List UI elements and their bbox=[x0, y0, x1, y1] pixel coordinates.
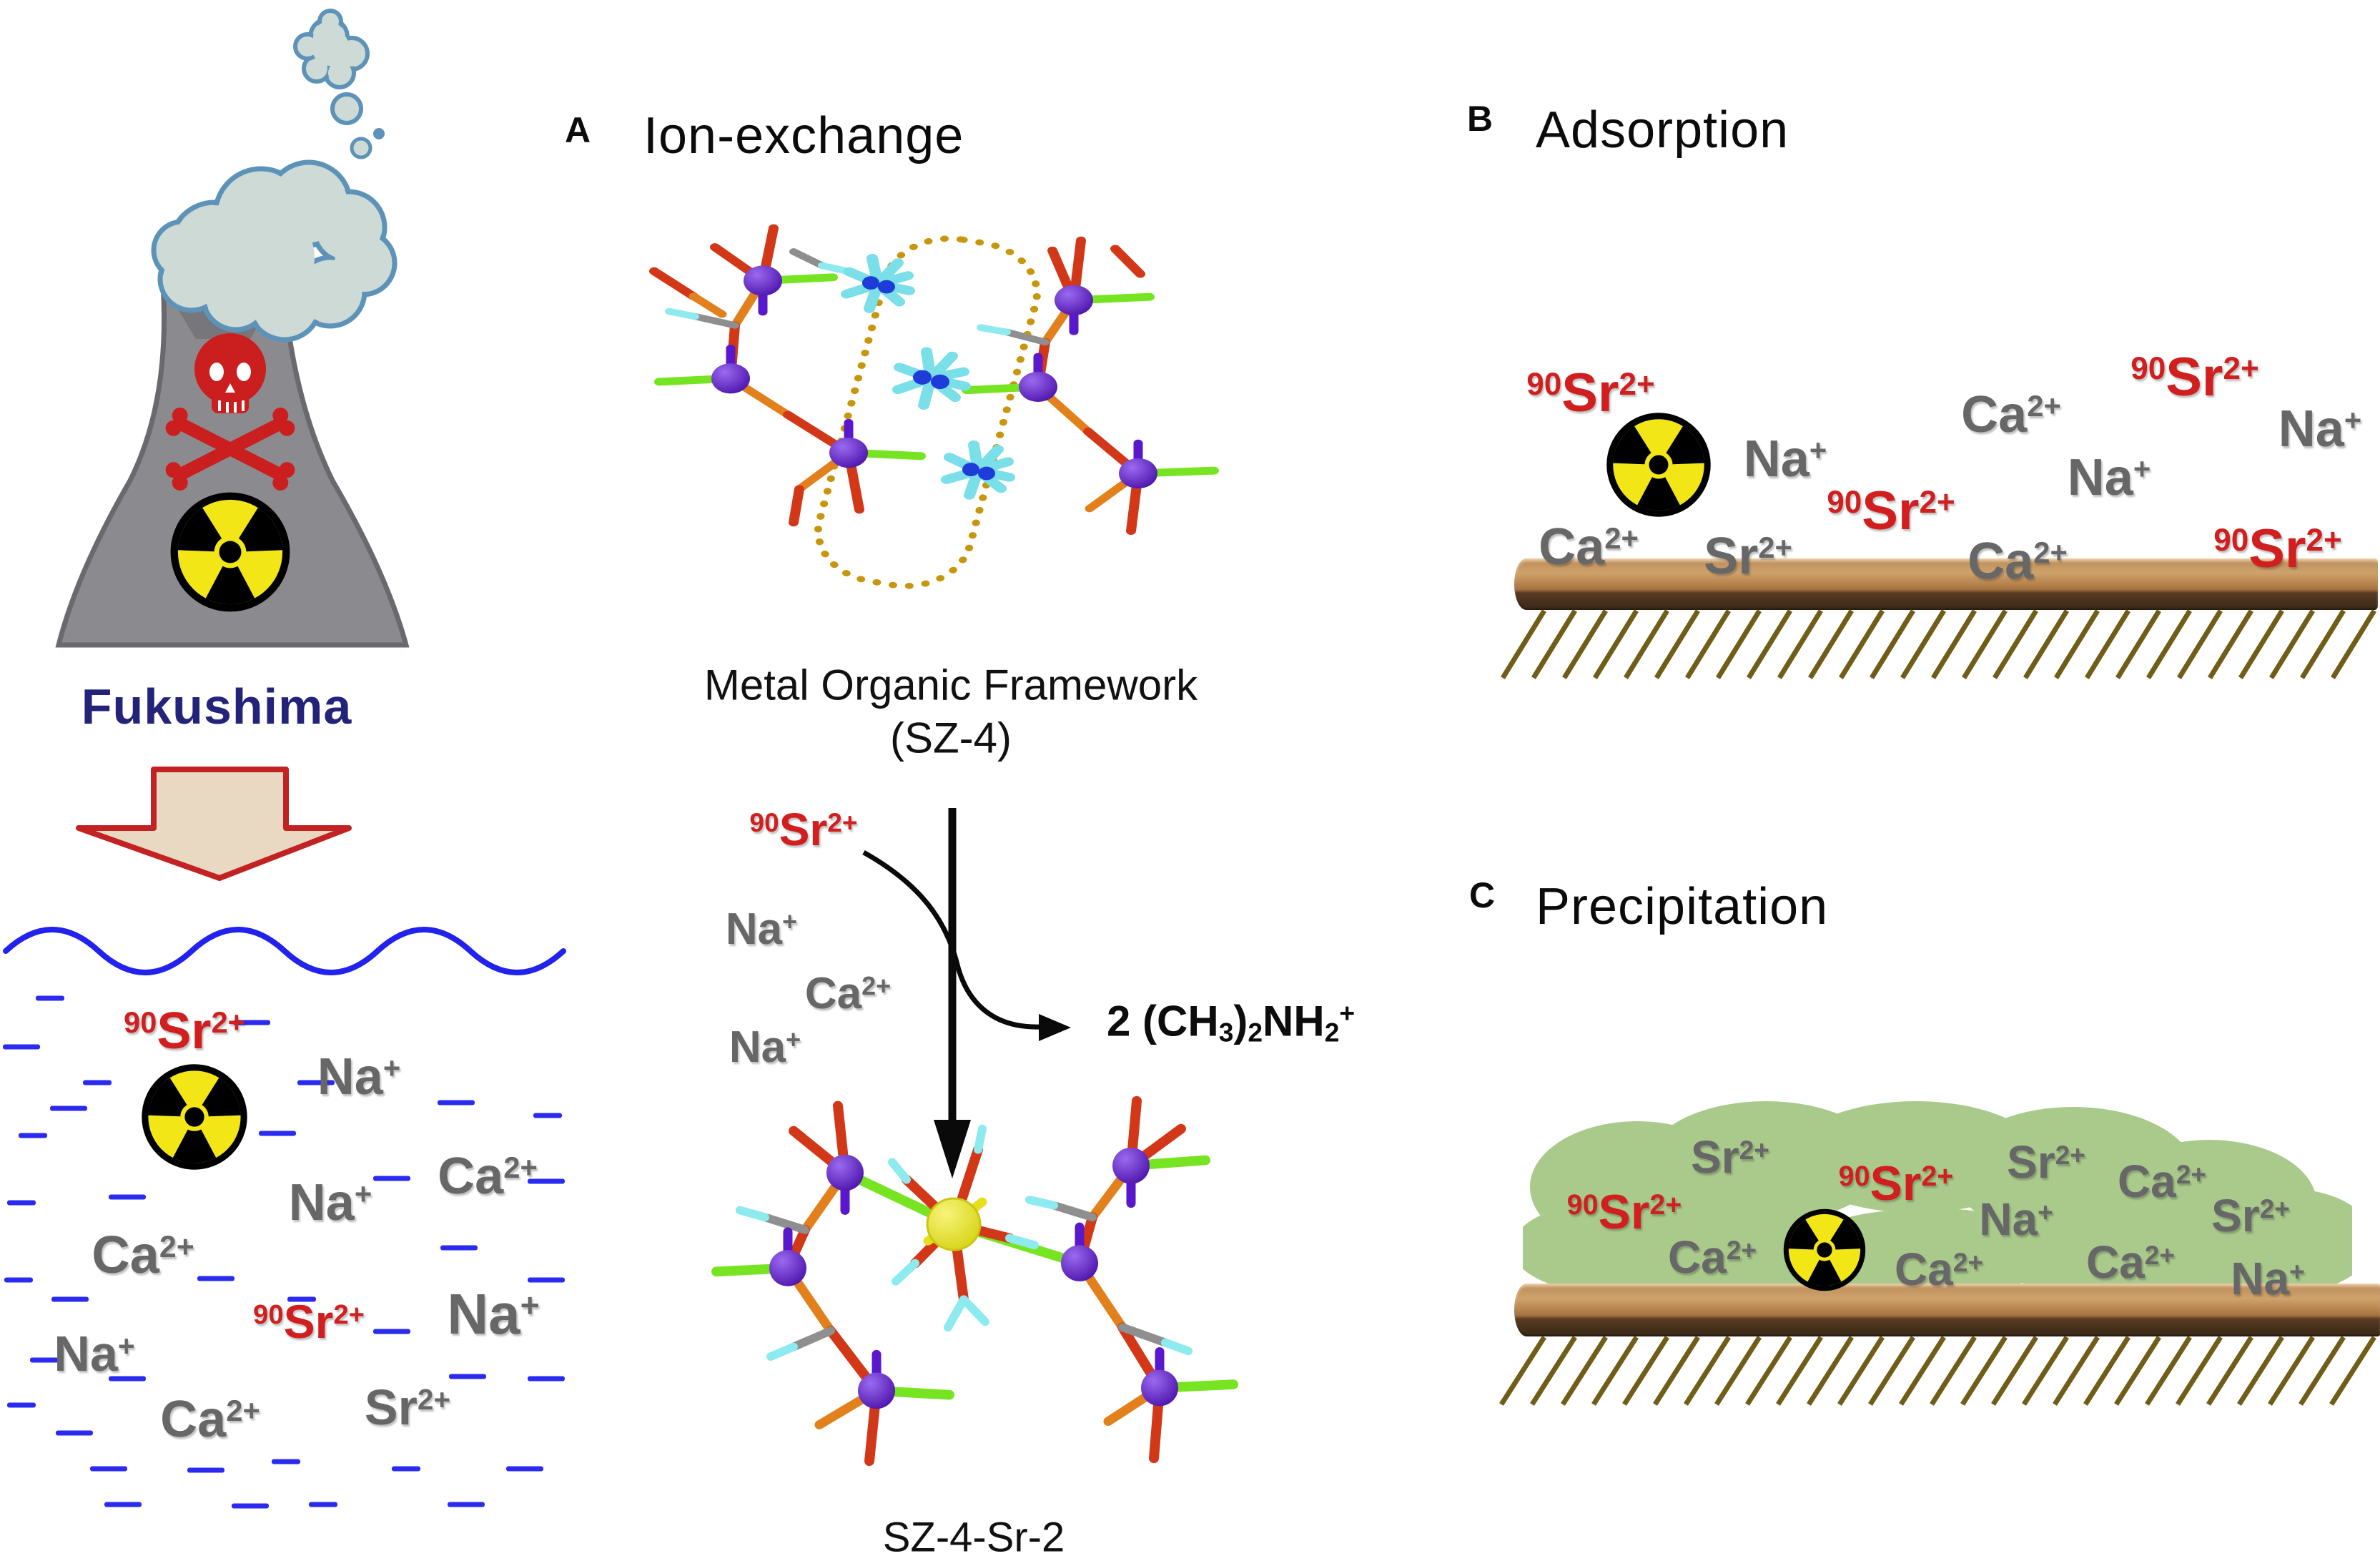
water-dash bbox=[309, 1502, 337, 1507]
ion-label: Ca2+ bbox=[92, 1225, 194, 1284]
radiation-icon bbox=[1605, 395, 1712, 535]
byproduct-formula: 2 (CH3)2NH2+ bbox=[1107, 997, 1356, 1048]
water-surface-wave bbox=[3, 927, 566, 975]
discharge-arrow bbox=[76, 767, 352, 881]
water-dash bbox=[232, 1503, 269, 1509]
water-dash bbox=[259, 1131, 296, 1136]
ion-label: Na+ bbox=[447, 1282, 540, 1346]
pore-outline-dotted bbox=[814, 235, 1041, 589]
radiation-icon bbox=[1782, 1202, 1867, 1298]
water-dash bbox=[440, 1245, 478, 1251]
ion-label: Sr2+ bbox=[364, 1379, 451, 1435]
water-dash bbox=[56, 1430, 93, 1436]
ion-label: 90Sr2+ bbox=[2130, 347, 2259, 408]
ion-label: Na+ bbox=[1743, 430, 1827, 488]
precipitate-blob bbox=[1523, 1101, 2352, 1294]
strontium-sphere bbox=[926, 1197, 982, 1251]
radiation-icon bbox=[173, 496, 288, 609]
water-dash bbox=[50, 1105, 87, 1111]
panel-a-title: Ion-exchange bbox=[643, 107, 964, 164]
water-dash bbox=[109, 1194, 146, 1200]
fukushima-label: Fukushima bbox=[81, 679, 352, 734]
water-dash bbox=[528, 1178, 565, 1184]
water-dash bbox=[449, 1374, 486, 1379]
water-dash bbox=[533, 1113, 562, 1118]
water-dash bbox=[90, 1466, 127, 1472]
mof-sz4-structure bbox=[649, 224, 1219, 589]
water-dash bbox=[233, 1020, 270, 1025]
water-dash bbox=[104, 1502, 142, 1507]
water-dash bbox=[506, 1466, 543, 1472]
panel-b-title: Adsorption bbox=[1536, 102, 1789, 159]
smoke-plume-icon bbox=[151, 9, 398, 343]
water-dash bbox=[373, 1176, 410, 1181]
down-arrowhead bbox=[934, 1120, 971, 1178]
curve-arrowhead bbox=[1039, 1014, 1071, 1041]
water-dash bbox=[287, 1296, 316, 1302]
ion-label: Na+ bbox=[54, 1326, 135, 1382]
precipitation-surface-plank bbox=[1514, 1284, 2380, 1336]
panel-c-letter: C bbox=[1469, 875, 1496, 915]
panel-b-letter: B bbox=[1467, 99, 1494, 139]
metal-node-spheres bbox=[769, 1147, 1178, 1409]
ion-label: Na+ bbox=[288, 1174, 372, 1231]
ion-label: Na+ bbox=[317, 1048, 401, 1105]
product-caption: SZ-4-Sr-2 bbox=[882, 1514, 1065, 1561]
water-dash bbox=[7, 1402, 36, 1408]
water-dash bbox=[30, 1357, 59, 1363]
water-dash bbox=[51, 1296, 89, 1302]
fukushima-plant-illustration bbox=[55, 9, 410, 648]
water-dash bbox=[448, 1502, 485, 1507]
mof-caption-line2: (SZ-4) bbox=[890, 714, 1012, 762]
water-dash bbox=[528, 1277, 565, 1283]
water-dash bbox=[187, 1467, 224, 1473]
ion-label: Ca2+ bbox=[1961, 386, 2061, 443]
mof-caption-line1: Metal Organic Framework bbox=[703, 661, 1198, 709]
ion-label: Ca2+ bbox=[160, 1391, 260, 1448]
panel-a-letter: A bbox=[565, 110, 592, 150]
water-dash bbox=[109, 1376, 146, 1382]
metal-node-spheres bbox=[711, 265, 1157, 489]
reaction-arrows bbox=[862, 808, 1071, 1178]
ion-label: Na+ bbox=[2278, 400, 2362, 458]
water-dash bbox=[197, 1276, 234, 1281]
water-dash bbox=[7, 1200, 36, 1206]
water-dash bbox=[4, 1277, 33, 1283]
surface-hatching bbox=[1501, 609, 2376, 679]
adsorption-surface-plank bbox=[1514, 558, 2378, 610]
panel-c-title: Precipitation bbox=[1536, 878, 1829, 935]
ion-label: Na+ bbox=[2067, 449, 2151, 506]
ion-label: 90Sr2+ bbox=[253, 1295, 365, 1348]
exchange-curve-arrow bbox=[862, 850, 1041, 1030]
water-dash bbox=[19, 1133, 47, 1138]
water-dash bbox=[83, 1080, 112, 1085]
radiation-icon bbox=[140, 1063, 249, 1171]
water-dash bbox=[373, 1329, 410, 1334]
ion-label: Ca2+ bbox=[438, 1148, 538, 1205]
water-dash bbox=[438, 1100, 475, 1105]
skull-crossbones-icon bbox=[165, 333, 295, 491]
water-dash bbox=[528, 1376, 565, 1382]
dma-cation-cluster bbox=[841, 254, 1015, 500]
ion-label: 90Sr2+ bbox=[1827, 481, 1955, 541]
water-dash bbox=[272, 1459, 300, 1464]
water-dash bbox=[392, 1466, 420, 1472]
sz4-sr2-structure bbox=[711, 1095, 1238, 1467]
surface-hatching bbox=[1499, 1336, 2376, 1406]
water-dash bbox=[297, 1080, 335, 1085]
ion-label: 90Sr2+ bbox=[123, 1003, 246, 1060]
water-dash bbox=[3, 1044, 40, 1050]
